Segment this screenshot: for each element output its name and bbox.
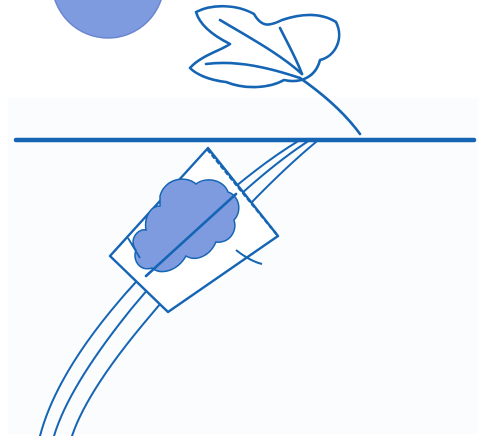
moon-disc-icon xyxy=(54,0,162,39)
faint-panel xyxy=(8,98,478,434)
grape-shoot xyxy=(39,139,317,436)
grape-leaf-icon xyxy=(188,4,362,136)
grape-bunch-icon xyxy=(127,178,240,278)
